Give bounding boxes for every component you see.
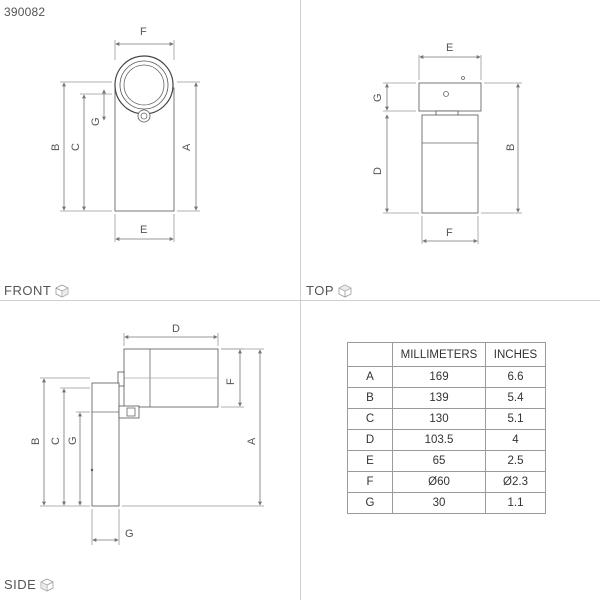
table-row: D 103.5 4 bbox=[347, 429, 546, 451]
front-label-e: E bbox=[140, 224, 147, 236]
table-row: E 65 2.5 bbox=[347, 450, 546, 472]
side-dimension-labels: D F B C G A G bbox=[30, 323, 258, 540]
row-letter: B bbox=[347, 387, 393, 409]
front-dimension-labels: F G B C A E bbox=[50, 26, 193, 236]
front-view-title: FRONT bbox=[4, 283, 52, 298]
top-view bbox=[383, 55, 522, 244]
table-header-letter bbox=[347, 342, 393, 367]
side-view-title: SIDE bbox=[4, 577, 37, 592]
table-row: F Ø60 Ø2.3 bbox=[347, 471, 546, 493]
top-view-label: TOP bbox=[306, 283, 352, 298]
row-inches: 2.5 bbox=[485, 450, 546, 472]
front-label-a: A bbox=[181, 143, 193, 151]
row-inches: 5.1 bbox=[485, 408, 546, 430]
side-label-c: C bbox=[50, 437, 62, 445]
side-label-b: B bbox=[30, 438, 42, 445]
row-millimeters: 139 bbox=[392, 387, 486, 409]
side-view-label: SIDE bbox=[4, 577, 54, 592]
top-label-b: B bbox=[505, 144, 517, 151]
side-label-g-bottom: G bbox=[125, 528, 134, 540]
row-millimeters: Ø60 bbox=[392, 471, 486, 493]
row-inches: 6.6 bbox=[485, 366, 546, 388]
front-label-g: G bbox=[90, 117, 102, 126]
row-millimeters: 30 bbox=[392, 492, 486, 514]
front-label-b: B bbox=[50, 144, 62, 151]
row-letter: A bbox=[347, 366, 393, 388]
side-label-g: G bbox=[67, 436, 79, 445]
table-row: B 139 5.4 bbox=[347, 387, 546, 409]
top-label-d: D bbox=[372, 167, 384, 175]
table-header-row: MILLIMETERS INCHES bbox=[347, 342, 546, 367]
front-view bbox=[60, 40, 200, 242]
cube-view-icon bbox=[55, 284, 69, 297]
side-view bbox=[40, 333, 264, 545]
top-label-g: G bbox=[372, 93, 384, 102]
row-letter: D bbox=[347, 429, 393, 451]
row-letter: C bbox=[347, 408, 393, 430]
front-label-f: F bbox=[140, 26, 147, 38]
quadrant-divider-horizontal bbox=[0, 300, 600, 301]
row-inches: 5.4 bbox=[485, 387, 546, 409]
table-row: A 169 6.6 bbox=[347, 366, 546, 388]
product-code: 390082 bbox=[4, 5, 46, 19]
side-label-d: D bbox=[172, 323, 180, 335]
table-header-inches: INCHES bbox=[485, 342, 546, 367]
row-inches: 1.1 bbox=[485, 492, 546, 514]
row-letter: G bbox=[347, 492, 393, 514]
dimensions-table: MILLIMETERS INCHES A 169 6.6 B 139 5.4 C… bbox=[347, 342, 546, 514]
top-label-e: E bbox=[446, 42, 453, 54]
front-view-label: FRONT bbox=[4, 283, 69, 298]
row-letter: F bbox=[347, 471, 393, 493]
top-label-f: F bbox=[446, 227, 453, 239]
row-millimeters: 130 bbox=[392, 408, 486, 430]
top-view-title: TOP bbox=[306, 283, 334, 298]
top-dimension-labels: E G B D F bbox=[372, 42, 517, 239]
front-label-c: C bbox=[70, 143, 82, 151]
table-header-millimeters: MILLIMETERS bbox=[392, 342, 486, 367]
side-label-a: A bbox=[246, 437, 258, 445]
row-inches: 4 bbox=[485, 429, 546, 451]
table-row: C 130 5.1 bbox=[347, 408, 546, 430]
cube-view-icon bbox=[338, 284, 352, 297]
row-inches: Ø2.3 bbox=[485, 471, 546, 493]
row-millimeters: 169 bbox=[392, 366, 486, 388]
row-letter: E bbox=[347, 450, 393, 472]
side-label-f: F bbox=[225, 378, 237, 385]
cube-view-icon bbox=[40, 578, 54, 591]
row-millimeters: 103.5 bbox=[392, 429, 486, 451]
row-millimeters: 65 bbox=[392, 450, 486, 472]
table-row: G 30 1.1 bbox=[347, 492, 546, 514]
